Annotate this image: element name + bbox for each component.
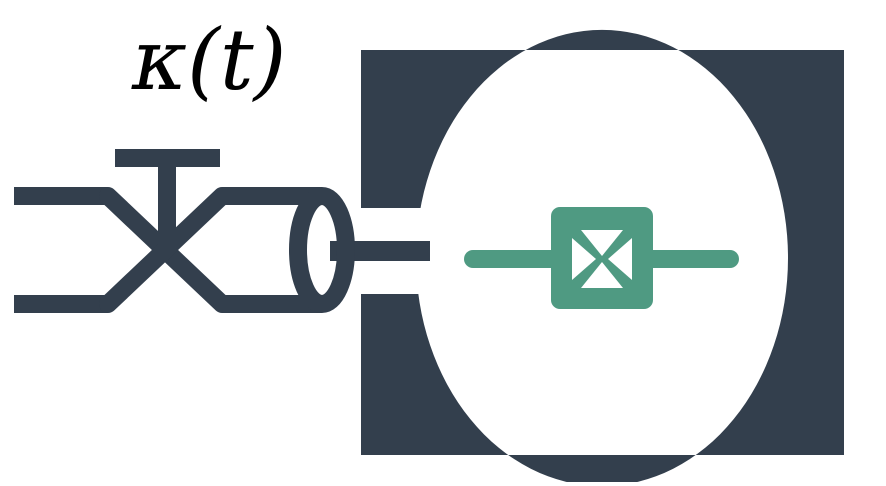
junction-triangle-top [581, 230, 623, 256]
coaxial-cable-icon [222, 187, 355, 313]
junction-triangle-right [608, 238, 632, 280]
junction-triangle-bottom [581, 262, 623, 288]
junction-box [551, 207, 653, 309]
cable-end-cap [289, 187, 355, 313]
josephson-junction-icon [464, 207, 739, 309]
tunable-coupler-valve-icon [14, 149, 231, 313]
cavity-body [361, 30, 844, 486]
coupling-rate-label: κ(t) [132, 11, 287, 109]
junction-triangle-left [572, 238, 596, 280]
